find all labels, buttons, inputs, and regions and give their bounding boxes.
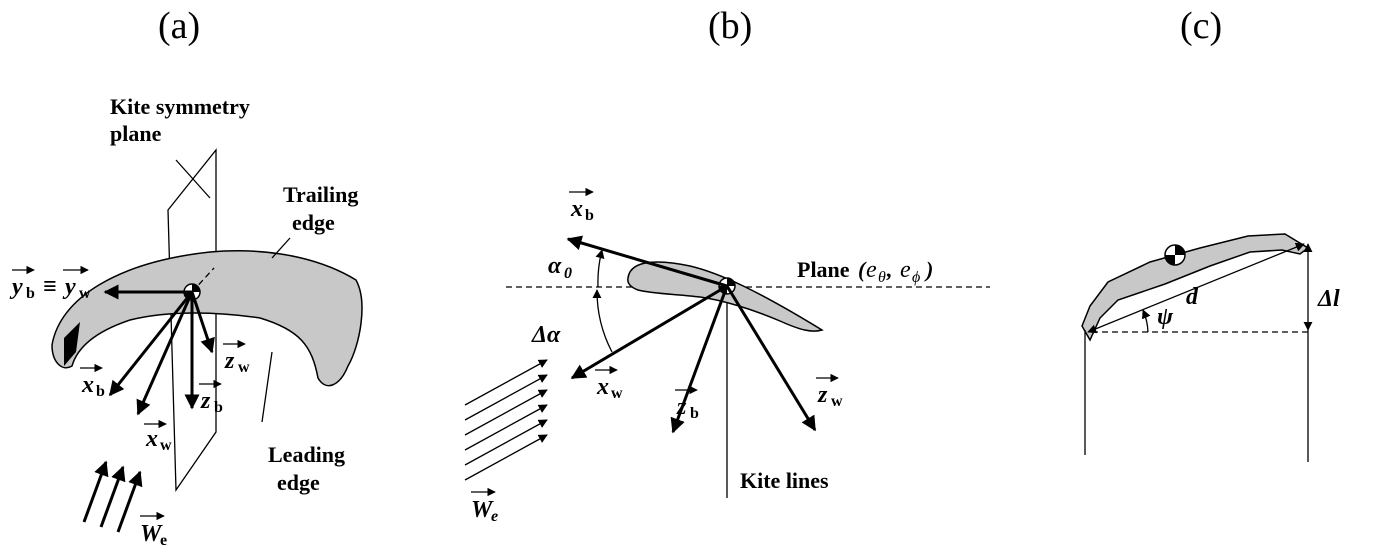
svg-text:z: z xyxy=(224,348,235,374)
wind-arrow-b-3 xyxy=(464,389,548,436)
zb-arrow-b xyxy=(670,285,729,434)
xb-arrow-b xyxy=(566,235,728,288)
svg-text:(: ( xyxy=(858,257,867,282)
zw-arrow-b xyxy=(725,285,817,432)
we-label-b: W e xyxy=(471,487,498,525)
panel-b-caption: (b) xyxy=(708,5,752,47)
svg-text:z: z xyxy=(817,382,828,408)
leading-edge-label-1: Leading xyxy=(268,442,345,467)
svg-text:x: x xyxy=(81,372,94,398)
xw-arrow-b xyxy=(570,284,728,380)
svg-text:x: x xyxy=(596,374,609,400)
center-dash-a xyxy=(191,267,215,293)
svg-text:b: b xyxy=(96,383,105,400)
svg-text:W: W xyxy=(471,497,494,523)
svg-text:b: b xyxy=(26,285,35,302)
svg-text:e: e xyxy=(491,508,498,525)
symmetry-leader-line xyxy=(175,159,211,199)
kite-lines-label: Kite lines xyxy=(740,468,829,493)
xw-label-b: x w xyxy=(595,365,623,402)
trailing-edge-label-1: Trailing xyxy=(283,182,358,207)
svg-text:x: x xyxy=(145,426,158,452)
wind-arrow-b-1 xyxy=(464,359,548,406)
kite-wingtip-a xyxy=(64,322,80,366)
delta-alpha-arc xyxy=(592,289,613,353)
svg-text:e: e xyxy=(900,257,911,283)
panel-c: (c) d ψ Δl xyxy=(1081,5,1340,462)
svg-text:≡: ≡ xyxy=(43,274,57,300)
svg-text:0: 0 xyxy=(564,265,572,282)
zw-arrow-a xyxy=(190,291,215,354)
xb-label-b: x b xyxy=(569,187,594,224)
symmetry-label-2: plane xyxy=(110,121,162,146)
svg-text:y: y xyxy=(62,274,76,300)
we-label-a: W e xyxy=(140,511,167,549)
svg-text:α: α xyxy=(548,253,562,279)
chord-d-arrow xyxy=(1087,242,1305,334)
svg-text:,: , xyxy=(886,257,892,282)
leading-edge-label-2: edge xyxy=(277,470,320,495)
svg-text:e: e xyxy=(160,532,167,549)
wind-arrow-a-2 xyxy=(99,465,126,528)
svg-text:x: x xyxy=(570,196,583,222)
svg-text:w: w xyxy=(238,359,250,376)
symmetry-label-1: Kite symmetry xyxy=(110,94,250,119)
panel-a-caption: (a) xyxy=(158,5,200,47)
psi-label: ψ xyxy=(1157,304,1174,330)
trailing-edge-label-2: edge xyxy=(292,210,335,235)
svg-text:b: b xyxy=(690,405,699,422)
panel-a: (a) Kite symmetry plane Trailing edge Le… xyxy=(9,5,363,549)
xw-arrow-a xyxy=(136,291,194,416)
symmetry-plane xyxy=(167,148,217,493)
svg-text:y: y xyxy=(9,274,23,300)
svg-text:w: w xyxy=(160,437,172,454)
panel-c-caption: (c) xyxy=(1180,5,1222,47)
wind-arrow-a-3 xyxy=(116,470,143,533)
svg-text:θ: θ xyxy=(878,269,886,286)
svg-text:z: z xyxy=(200,388,211,414)
zw-label-a: z w xyxy=(223,339,250,376)
panel-b: (b) x b α 0 xyxy=(464,5,990,525)
leading-edge-leader xyxy=(261,351,273,423)
alpha0-arc xyxy=(595,249,605,288)
alpha0-label: α 0 xyxy=(548,253,572,282)
svg-text:w: w xyxy=(611,385,623,402)
svg-text:): ) xyxy=(924,257,933,282)
svg-text:w: w xyxy=(79,285,91,302)
wind-arrow-b-4 xyxy=(464,404,548,451)
wind-arrow-b-2 xyxy=(464,374,548,421)
svg-text:z: z xyxy=(676,394,687,420)
xw-label-a: x w xyxy=(144,419,172,454)
airfoil-b xyxy=(627,261,824,332)
kite-body-a xyxy=(51,250,363,387)
wind-arrow-b-6 xyxy=(464,434,548,481)
svg-text:W: W xyxy=(140,521,163,547)
yb-equiv-yw-label: y b ≡ y w xyxy=(9,265,91,302)
trailing-edge-leader xyxy=(271,237,291,259)
svg-text:Plane: Plane xyxy=(797,257,850,282)
xb-arrow-a xyxy=(108,291,194,397)
svg-text:ϕ: ϕ xyxy=(912,269,920,286)
d-label: d xyxy=(1186,284,1199,310)
wind-arrow-b-5 xyxy=(464,419,548,466)
wind-arrow-a-1 xyxy=(82,460,109,523)
delta-l-label: Δl xyxy=(1317,286,1340,312)
zw-label-b: z w xyxy=(816,373,843,410)
svg-text:w: w xyxy=(831,393,843,410)
svg-text:e: e xyxy=(866,257,877,283)
delta-alpha-label: Δα xyxy=(531,322,561,348)
plane-label: Plane ( e θ , e ϕ ) xyxy=(797,257,933,286)
svg-text:b: b xyxy=(214,399,223,416)
zb-label-b: z b xyxy=(675,385,699,422)
svg-text:b: b xyxy=(585,207,594,224)
xb-label-a: x b xyxy=(80,363,105,400)
zb-label-a: z b xyxy=(199,379,223,416)
psi-arc xyxy=(1142,309,1151,333)
